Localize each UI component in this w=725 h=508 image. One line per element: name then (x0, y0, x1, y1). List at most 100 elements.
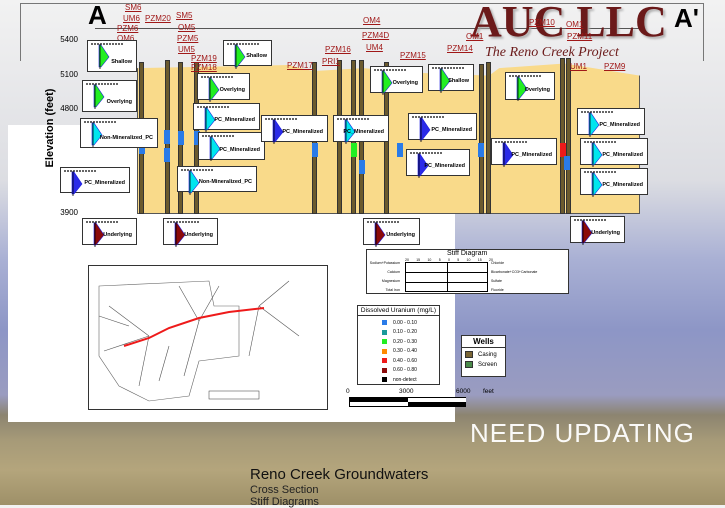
poster-frame (20, 3, 704, 61)
well-label: UM6 (123, 14, 140, 23)
stiff-callout-pc-mineralized: PC_Mineralized (580, 138, 648, 167)
footer-line-2: Stiff Diagrams (250, 496, 319, 508)
stiff-glyph-icon (410, 152, 442, 178)
wells-legend-title: Wells (462, 336, 505, 348)
well-screen (397, 143, 403, 157)
stiff-callout-pc-mineralized: PC_Mineralized (193, 103, 260, 132)
stiff-callout-pc-mineralized: PC_Mineralized (333, 115, 389, 144)
well-label: PZM20 (145, 14, 171, 23)
y-tick: 5400 (60, 35, 78, 44)
legend-swatch (382, 339, 387, 345)
stiff-glyph-icon (574, 219, 606, 245)
stiff-glyph-icon (432, 67, 464, 93)
stiff-grid (405, 262, 488, 292)
map-scalebar (208, 390, 260, 400)
stiff-callout-shallow: Shallow (87, 40, 137, 72)
map-drawing (98, 280, 300, 402)
well-casing (566, 58, 571, 214)
legend-swatch (382, 367, 387, 373)
scale-bar: 0 3000 6000 feet (346, 388, 496, 408)
well-label: PZM17 (287, 61, 313, 70)
legend-swatch (382, 329, 387, 335)
stiff-callout-underlying: Underlying (163, 218, 218, 247)
frame-line (95, 28, 640, 29)
stiff-glyph-icon (495, 141, 527, 167)
well-label: PZM6 (117, 24, 139, 33)
well-screen (312, 143, 318, 157)
well-label: PZM4D (362, 31, 390, 40)
legend-swatch (382, 320, 387, 326)
legend-swatch (382, 377, 387, 383)
stiff-glyph-icon (509, 75, 541, 101)
legend-item: non-detect (382, 375, 439, 385)
well-screen (564, 156, 570, 170)
stiff-callout-pc-mineralized: PC_Mineralized (261, 115, 328, 144)
stiff-callout-pc-mineralized: PC_Mineralized (577, 108, 645, 137)
well-label: PZM18 (191, 63, 217, 72)
well-label: OM1 (566, 20, 584, 29)
project-title: The Reno Creek Project (485, 45, 619, 60)
well-label: OM5 (178, 23, 196, 32)
well-screen (351, 143, 357, 157)
location-map (88, 265, 328, 410)
legend-item: 0.20 - 0.30 (382, 337, 439, 347)
stiff-callout-overlying: Overlying (505, 72, 555, 101)
stiff-glyph-icon (91, 43, 123, 69)
well-casing (479, 64, 484, 214)
well-label: PZM9 (604, 62, 626, 71)
well-label: PZM11 (567, 32, 593, 41)
well-screen (560, 143, 566, 157)
well-casing (560, 58, 565, 214)
cross-section-line (123, 307, 265, 347)
legend-item: 0.60 - 0.80 (382, 366, 439, 376)
stiff-glyph-icon (84, 121, 116, 147)
stiff-callout-pc-mineralized: PC_Mineralized (198, 132, 265, 161)
uranium-legend-title: Dissolved Uranium (mg/L) (358, 306, 439, 316)
well-label: PZM15 (400, 51, 426, 60)
stiff-callout-pc-mineralized: PC_Mineralized (60, 167, 130, 196)
stiff-glyph-icon (197, 106, 229, 132)
well-label: PZM10 (529, 18, 555, 27)
well-label: PZM5 (177, 34, 199, 43)
stiff-callout-non-mineralized: Non-Mineralized_PC (80, 118, 158, 148)
stiff-callout-underlying: Underlying (363, 218, 420, 247)
well-screen (164, 130, 170, 144)
legend-item: 0.40 - 0.60 (382, 356, 439, 366)
legend-item: 0.10 - 0.20 (382, 328, 439, 338)
section-start-label: A (88, 0, 107, 30)
stiff-glyph-icon (265, 118, 297, 144)
stiff-glyph-icon (367, 221, 399, 247)
stiff-callout-pc-mineralized: PC_Mineralized (580, 168, 648, 197)
well-screen (164, 148, 170, 162)
stiff-glyph-icon (202, 135, 234, 161)
stiff-glyph-icon (337, 118, 369, 144)
well-label: OM4 (363, 16, 381, 25)
y-tick: 4800 (60, 104, 78, 113)
company-logo: AUC LLC (470, 0, 667, 46)
stiff-callout-overlying: Overlying (370, 66, 423, 95)
stiff-glyph-icon (584, 171, 616, 197)
stiff-callout-pc-mineralized: PC_Mineralized (406, 149, 470, 178)
well-label: UM5 (178, 45, 195, 54)
footer-title: Reno Creek Groundwaters (250, 466, 429, 483)
well-label: PZM16 (325, 45, 351, 54)
stiff-glyph-icon (584, 141, 616, 167)
well-label: OM1 (466, 32, 484, 41)
well-label: UM1 (570, 62, 587, 71)
wells-legend: Wells Casing Screen (461, 335, 506, 377)
stiff-glyph-icon (167, 221, 199, 247)
well-label: PZM14 (447, 44, 473, 53)
stiff-glyph-icon (181, 169, 213, 195)
stiff-title: Stiff Diagram (447, 250, 488, 257)
well-label: SM5 (176, 11, 193, 20)
well-label: UM4 (366, 43, 383, 52)
section-end-label: A' (674, 3, 699, 33)
well-screen (178, 131, 184, 145)
legend-swatch (382, 358, 387, 364)
stiff-callout-pc-mineralized: PC_Mineralized (408, 113, 477, 142)
